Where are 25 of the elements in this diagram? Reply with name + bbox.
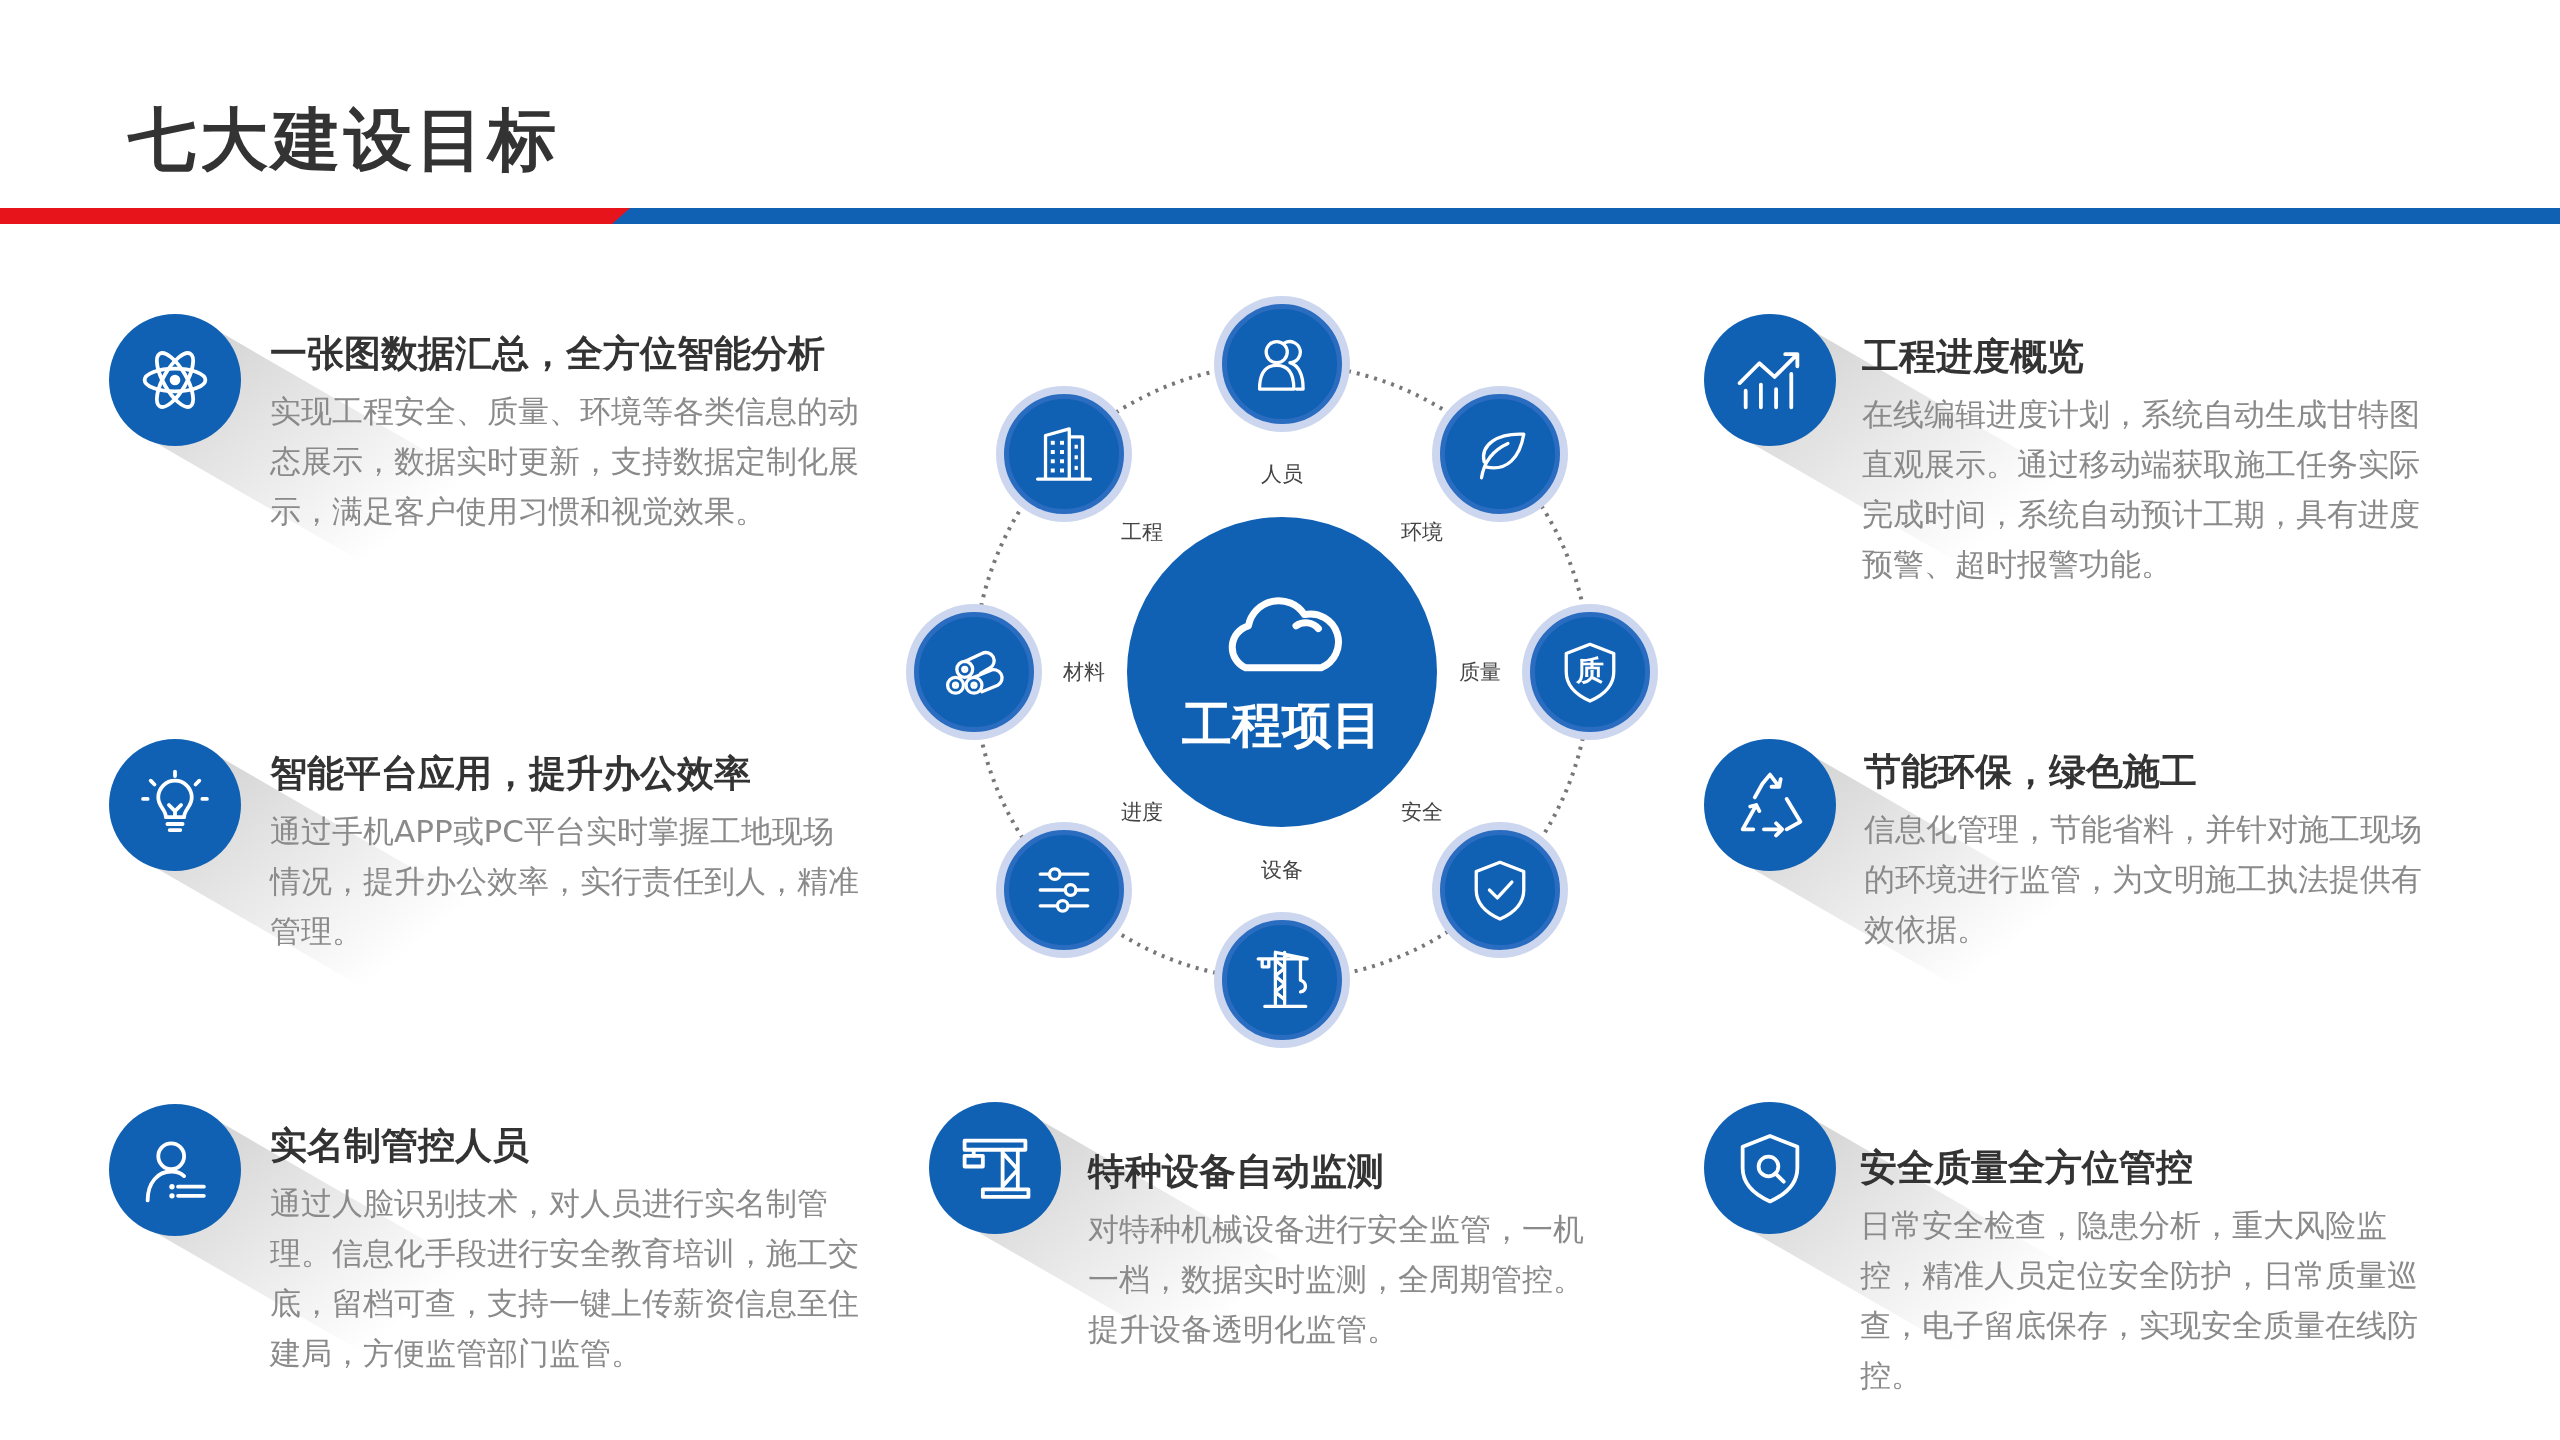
- feature-description: 日常安全检查，隐患分析，重大风险监控，精准人员定位安全防护，日常质量巡查，电子留底保存，实现安全质量在线防控。: [1860, 1206, 2419, 1395]
- feature-description: 对特种机械设备进行安全监管，一机一档，数据实时监测，全周期管控。提升设备透明化监管。: [1088, 1210, 1585, 1349]
- category-label: 人员: [1261, 461, 1303, 488]
- feature-heading: 一张图数据汇总，全方位智能分析: [270, 331, 825, 377]
- feature-heading: 实名制管控人员: [270, 1123, 529, 1169]
- feature-heading: 特种设备自动监测: [1088, 1149, 1384, 1195]
- hub-title: 工程项目: [1181, 697, 1383, 753]
- category-label: 安全: [1401, 799, 1443, 826]
- feature-heading: 工程进度概览: [1862, 334, 2084, 380]
- page-title: 七大建设目标: [128, 99, 560, 181]
- category-label: 材料: [1063, 659, 1105, 686]
- shield-character: 质: [1576, 656, 1604, 687]
- feature-heading: 节能环保，绿色施工: [1864, 749, 2197, 795]
- feature-heading: 智能平台应用，提升办公效率: [270, 751, 751, 797]
- feature-description: 通过人脸识别技术，对人员进行实名制管理。信息化手段进行安全教育培训，施工交底，留档可查，支持一键上传薪资信息至住建局，方便监管部门监管。: [270, 1184, 860, 1373]
- category-label: 质量: [1459, 659, 1501, 686]
- feature-description: 实现工程安全、质量、环境等各类信息的动态展示，数据实时更新，支持数据定制化展示，满足客户使用习惯和视觉效果。: [270, 392, 860, 531]
- category-label: 环境: [1401, 519, 1443, 546]
- category-label: 工程: [1121, 519, 1163, 546]
- category-label: 进度: [1121, 799, 1163, 826]
- feature-heading: 安全质量全方位管控: [1860, 1145, 2193, 1191]
- feature-description: 通过手机APP或PC平台实时掌握工地现场情况，提升办公效率，实行责任到人，精准管理。: [270, 812, 860, 951]
- category-label: 设备: [1261, 857, 1303, 884]
- feature-description: 在线编辑进度计划，系统自动生成甘特图直观展示。通过移动端获取施工任务实际完成时间，系统自动预计工期，具有进度预警、超时报警功能。: [1862, 395, 2421, 584]
- feature-description: 信息化管理，节能省料，并针对施工现场的环境进行监管，为文明施工执法提供有效依据。: [1864, 810, 2423, 949]
